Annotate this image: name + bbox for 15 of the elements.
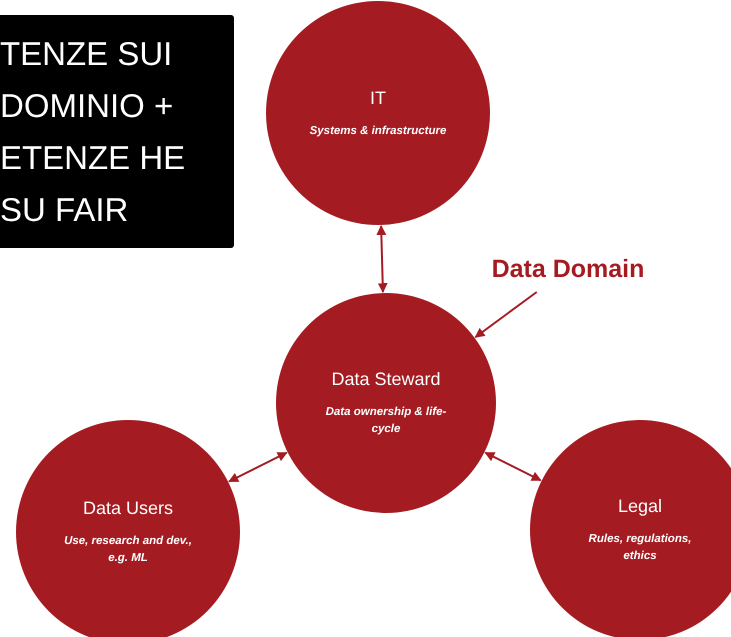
note-box — [0, 15, 234, 248]
node-description: Use, research and dev., e.g. ML — [63, 534, 193, 566]
node-description: Systems & infrastructure — [310, 124, 446, 138]
arrow — [228, 452, 288, 482]
node-description: Data ownership & life-cycle — [324, 405, 448, 437]
node-description: Rules, regulations, ethics — [588, 532, 692, 564]
arrow — [376, 224, 388, 294]
node-title: TENZE SUI DOMINIO + ETENZE HE SU FAIR — [0, 34, 186, 230]
node-title: Legal — [618, 495, 662, 517]
node-title: Data Domain — [492, 258, 644, 280]
node-title: Data Steward — [331, 368, 441, 390]
arrow — [474, 291, 538, 338]
node-title: IT — [370, 86, 386, 108]
arrow — [484, 452, 542, 482]
node-title: Data Users — [82, 497, 174, 519]
